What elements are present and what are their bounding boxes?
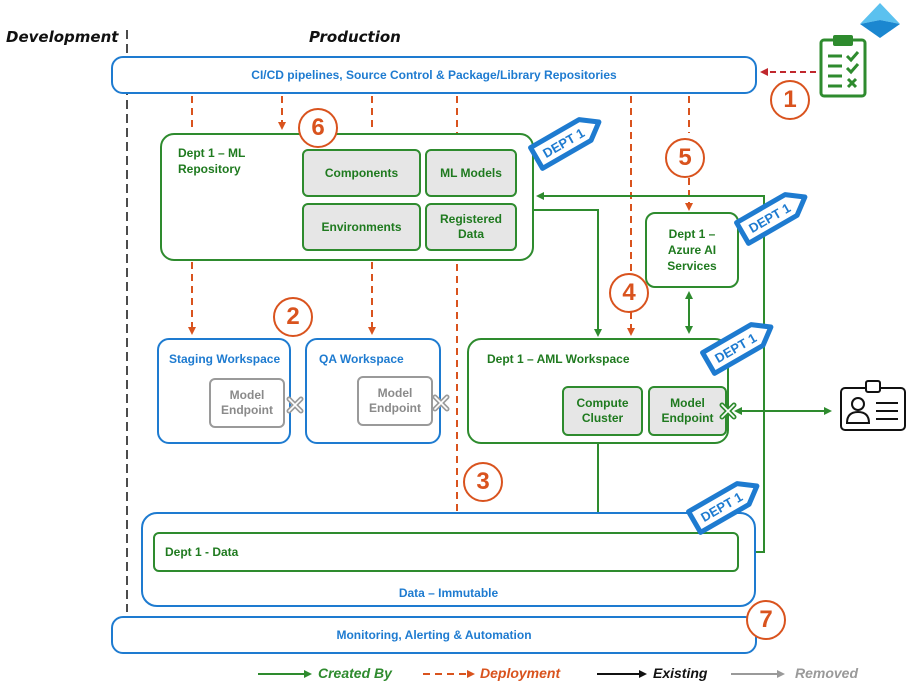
staging-workspace-title: Staging Workspace — [169, 352, 281, 366]
qa-workspace-title: QA Workspace — [319, 352, 404, 366]
production-header: Production — [309, 28, 401, 46]
created-x-icon — [719, 402, 737, 420]
user-id-card-icon — [840, 380, 906, 431]
environments-box[interactable]: Environments — [302, 203, 421, 251]
development-header: Development — [6, 28, 119, 46]
step-5-badge: 5 — [665, 138, 705, 178]
qa-model-endpoint[interactable]: Model Endpoint — [357, 376, 433, 426]
registered-data-box[interactable]: Registered Data — [425, 203, 517, 251]
dept-tag: DEPT 1 — [700, 322, 774, 376]
legend-removed: Removed — [795, 665, 859, 681]
dept-data-label: Dept 1 - Data — [165, 545, 239, 559]
dept-tag: DEPT 1 — [528, 117, 602, 171]
removed-x-icon — [286, 396, 304, 414]
ml-repository-title: Dept 1 – ML Repository — [178, 146, 246, 176]
step-3-badge: 3 — [463, 462, 503, 502]
removed-x-icon — [432, 394, 450, 412]
legend-existing: Existing — [653, 665, 708, 681]
data-immutable-label: Data – Immutable — [398, 586, 499, 600]
legend-deployment: Deployment — [480, 665, 561, 681]
step-7-badge: 7 — [746, 600, 786, 640]
step-6-badge: 6 — [298, 108, 338, 148]
step-1-badge: 1 — [770, 80, 810, 120]
dept-data[interactable]: Dept 1 - Data — [153, 532, 739, 572]
aml-workspace-title: Dept 1 – AML Workspace — [487, 352, 630, 366]
legend-created-by: Created By — [318, 665, 392, 681]
azure-ai-services[interactable]: Dept 1 – Azure AI Services — [645, 212, 739, 288]
ml-models-box[interactable]: ML Models — [425, 149, 517, 197]
aml-model-endpoint[interactable]: Model Endpoint — [648, 386, 727, 436]
dept-tag: DEPT 1 — [734, 192, 808, 246]
azure-devops-icon — [860, 3, 900, 38]
cicd-pipeline-bar[interactable]: CI/CD pipelines, Source Control & Packag… — [111, 56, 757, 94]
dept-tag: DEPT 1 — [686, 481, 760, 535]
step-4-badge: 4 — [609, 273, 649, 313]
staging-model-endpoint[interactable]: Model Endpoint — [209, 378, 285, 428]
monitoring-bar[interactable]: Monitoring, Alerting & Automation — [111, 616, 757, 654]
compute-cluster-box[interactable]: Compute Cluster — [562, 386, 643, 436]
components-box[interactable]: Components — [302, 149, 421, 197]
step-2-badge: 2 — [273, 297, 313, 337]
checklist-icon — [819, 35, 867, 98]
